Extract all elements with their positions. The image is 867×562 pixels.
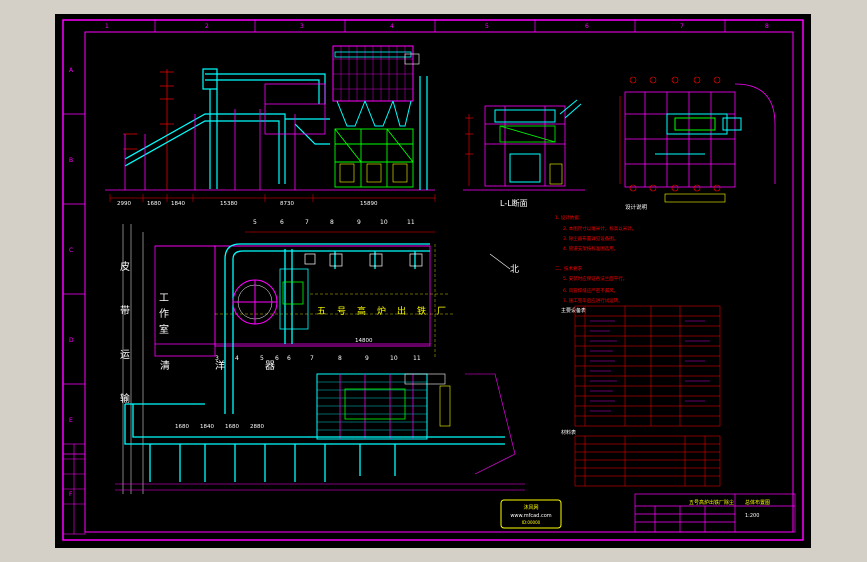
material-table: 材料表 [561,429,721,487]
svg-text:出: 出 [397,305,406,317]
equipment-table: 主要设备表 [561,305,721,427]
svg-text:铁: 铁 [417,305,426,317]
note-line: 1. 设计依据： [555,214,583,221]
workshop-char: 工 [159,293,169,304]
plan-dim: 2880 [250,424,264,430]
notes-title: 设计说明 [625,203,648,211]
drawing-canvas[interactable]: 1 2 3 4 5 6 7 8 A B C D E F [55,14,811,548]
grid-num: 4 [390,23,394,30]
outer-frame [62,19,804,541]
svg-text:4: 4 [235,355,239,362]
grid-letter: B [69,157,73,164]
dim-label: 15380 [220,201,238,207]
dim-label: 1680 [147,201,161,207]
grid-letter: F [69,491,73,498]
note-line: 5. 安装时应保证各法兰面平行。 [563,275,627,282]
dim-label: 2990 [117,201,131,207]
section-title: L-L断面 [500,198,528,208]
grid-letter: C [69,247,73,254]
svg-text:3: 3 [215,355,219,362]
grid-num: 8 [765,23,769,30]
cad-drawing: 1 2 3 4 5 6 7 8 A B C D E F [62,19,804,541]
left-revision-block [62,443,86,535]
grid-num: 1 [105,23,109,30]
title-drawing: 总体布置图 [745,499,770,506]
axis-num: 8 [330,219,334,226]
grid-letter: E [69,417,73,424]
inner-frame [84,31,794,533]
title-block: 五号高炉出铁厂除尘 总体布置图 1:200 [634,493,796,533]
grid-num: 7 [680,23,684,30]
note-line: 二、技术要求 [555,265,582,272]
svg-text:6: 6 [287,355,291,362]
building-label: 五 号 高 炉 出 铁 厂 [317,305,446,317]
grid-letter: A [69,67,74,74]
top-grid-numbers: 1 2 3 4 5 6 7 8 A B C D E F [69,23,769,498]
grid-letter: D [69,337,74,344]
title-scale: 1:200 [745,513,759,519]
svg-text:号: 号 [337,306,346,317]
svg-text:6: 6 [275,355,279,362]
svg-text:高: 高 [357,305,366,317]
baghouse [332,45,420,188]
svg-text:炉: 炉 [377,305,386,317]
title-company: 五号高炉出铁厂除尘 [689,499,734,506]
note-line: 6. 风管焊缝应严密不漏风。 [563,287,618,294]
svg-text:9: 9 [365,355,369,362]
axis-num: 9 [357,219,361,226]
conveyor-char: 皮 [120,260,130,273]
svg-text:10: 10 [390,355,398,362]
top-grid-ticks [63,20,726,455]
grid-num: 2 [205,23,209,30]
note-line: 4. 管道支架按标准图选用。 [563,245,618,252]
svg-text:5: 5 [260,355,264,362]
svg-text:五: 五 [317,307,326,317]
plan-dim: 1680 [225,424,239,430]
section-ll-view: L-L断面 [463,99,585,208]
note-line: 7. 施工完毕后应进行试运转。 [563,297,623,304]
axis-num: 11 [407,219,415,226]
floor-char: 清 [160,359,170,372]
svg-text:8: 8 [338,355,342,362]
svg-text:材料表: 材料表 [561,429,576,436]
svg-text:沐风网: 沐风网 [523,504,538,511]
conveyor-char: 带 [120,305,130,317]
grid-num: 5 [485,23,489,30]
axis-num: 5 [253,219,257,226]
svg-text:ID:00000: ID:00000 [522,520,541,525]
svg-text:11: 11 [413,355,421,362]
span-label: 14800 [355,338,373,344]
north-mark: 北 [510,264,519,275]
svg-text:www.mfcad.com: www.mfcad.com [510,513,551,519]
conveyor-char: 输 [120,392,130,405]
axis-num: 10 [380,219,388,226]
svg-text:7: 7 [310,355,314,362]
grid-num: 6 [585,23,589,30]
workshop-char: 室 [159,323,169,336]
svg-text:厂: 厂 [437,306,446,317]
elevation-view: 2990 1680 1840 15380 8730 15890 [105,45,436,207]
watermark-logo: 沐风网 www.mfcad.com ID:00000 [500,499,562,529]
plan-baghouse [316,373,446,440]
conveyor-char: 运 [120,349,130,361]
note-line: 2. 本图尺寸以毫米计，标高以米计。 [563,225,636,232]
plan-dim: 1840 [200,424,214,430]
floor-char: 洋 [215,359,225,372]
svg-text:主要设备表: 主要设备表 [561,307,586,314]
grid-num: 3 [300,23,304,30]
workshop-char: 作 [159,308,169,320]
axis-num: 7 [305,219,309,226]
floor-char: 器 [265,360,275,372]
blast-furnace-symbol [232,279,278,325]
dim-label: 8730 [280,201,294,207]
notes-block: 设计说明 1. 设计依据： 2. 本图尺寸以毫米计，标高以米计。 3. 除尘器布… [555,203,648,304]
main-plan-view: 5 6 7 8 9 10 11 皮 带 运 输 工 作 室 清 洋 器 五 号 … [115,219,525,494]
axis-num: 6 [280,219,284,226]
plan-dim: 1680 [175,424,189,430]
dim-label: 1840 [171,201,185,207]
dim-label: 15890 [360,201,378,207]
note-line: 3. 除尘器布置详见设备图。 [563,235,618,242]
plan-view-top-right [619,76,776,203]
